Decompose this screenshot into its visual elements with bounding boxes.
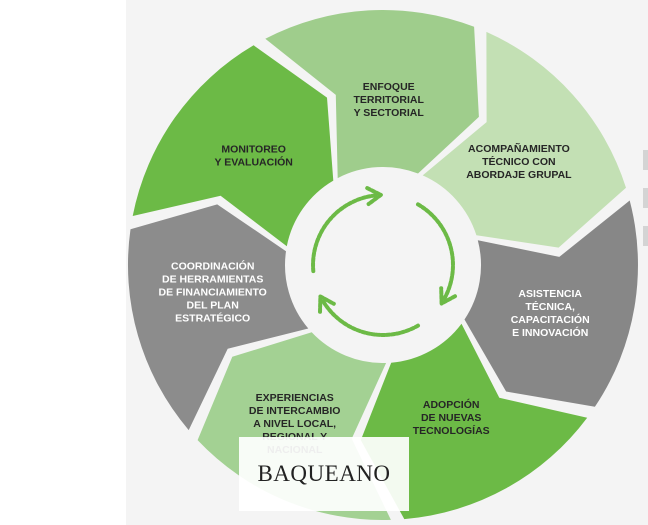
segment-label-line: Y SECTORIAL bbox=[354, 107, 425, 119]
edge-marks bbox=[642, 150, 648, 270]
segment-label-line: Y EVALUACIÓN bbox=[215, 156, 293, 169]
segment-label-line: COORDINACIÓN bbox=[171, 260, 254, 273]
segment-label-line: E INNOVACIÓN bbox=[512, 326, 588, 339]
segment-label-line: ESTRATÉGICO bbox=[175, 312, 250, 325]
segment-label-line: ASISTENCIA bbox=[518, 288, 582, 300]
segment-adopcion bbox=[360, 323, 588, 520]
segment-acompanamiento bbox=[422, 31, 626, 248]
center-arrow-head bbox=[439, 286, 457, 306]
center-arrow-head bbox=[318, 294, 336, 314]
segment-label-line: TÉCNICO CON bbox=[482, 155, 556, 168]
watermark-logo: BAQUEANO bbox=[239, 437, 409, 511]
segment-label-line: EXPERIENCIAS bbox=[256, 392, 334, 404]
segment-label-line: DE INTERCAMBIO bbox=[249, 405, 341, 417]
segment-label-line: DE HERRAMIENTAS bbox=[162, 274, 263, 286]
segment-asistencia bbox=[464, 200, 638, 407]
segment-monitoreo bbox=[132, 45, 334, 247]
segment-label-line: TERRITORIAL bbox=[354, 94, 425, 106]
segment-label-line: CAPACITACIÓN bbox=[511, 313, 590, 326]
center-arrow-arc bbox=[311, 193, 379, 274]
watermark-text: BAQUEANO bbox=[257, 461, 391, 486]
edge-mark bbox=[643, 226, 648, 246]
segment-label-line: ADOPCIÓN bbox=[423, 398, 480, 411]
segment-label-line: TÉCNICA, bbox=[525, 300, 575, 313]
center-arrow-arc bbox=[320, 298, 420, 337]
segment-label-line: DE NUEVAS bbox=[421, 412, 481, 424]
segment-label-line: TECNOLOGÍAS bbox=[413, 424, 490, 437]
segment-label-line: ABORDAJE GRUPAL bbox=[466, 169, 572, 181]
edge-mark bbox=[643, 188, 648, 208]
segment-label-line: ENFOQUE bbox=[363, 81, 415, 93]
center-cycle-arrows bbox=[311, 186, 457, 337]
segment-coordinacion bbox=[127, 204, 309, 431]
segment-label-line: ACOMPAÑAMIENTO bbox=[468, 142, 570, 155]
edge-mark bbox=[643, 150, 648, 170]
segment-enfoque bbox=[265, 9, 479, 179]
segment-label-line: DE FINANCIAMIENTO bbox=[159, 287, 267, 299]
segment-label-line: DEL PLAN bbox=[187, 300, 239, 312]
center-arrow-head bbox=[365, 186, 383, 206]
center-arrow-arc bbox=[416, 202, 455, 302]
segment-label-line: MONITOREO bbox=[221, 144, 286, 156]
segment-label-line: A NIVEL LOCAL, bbox=[253, 418, 336, 430]
